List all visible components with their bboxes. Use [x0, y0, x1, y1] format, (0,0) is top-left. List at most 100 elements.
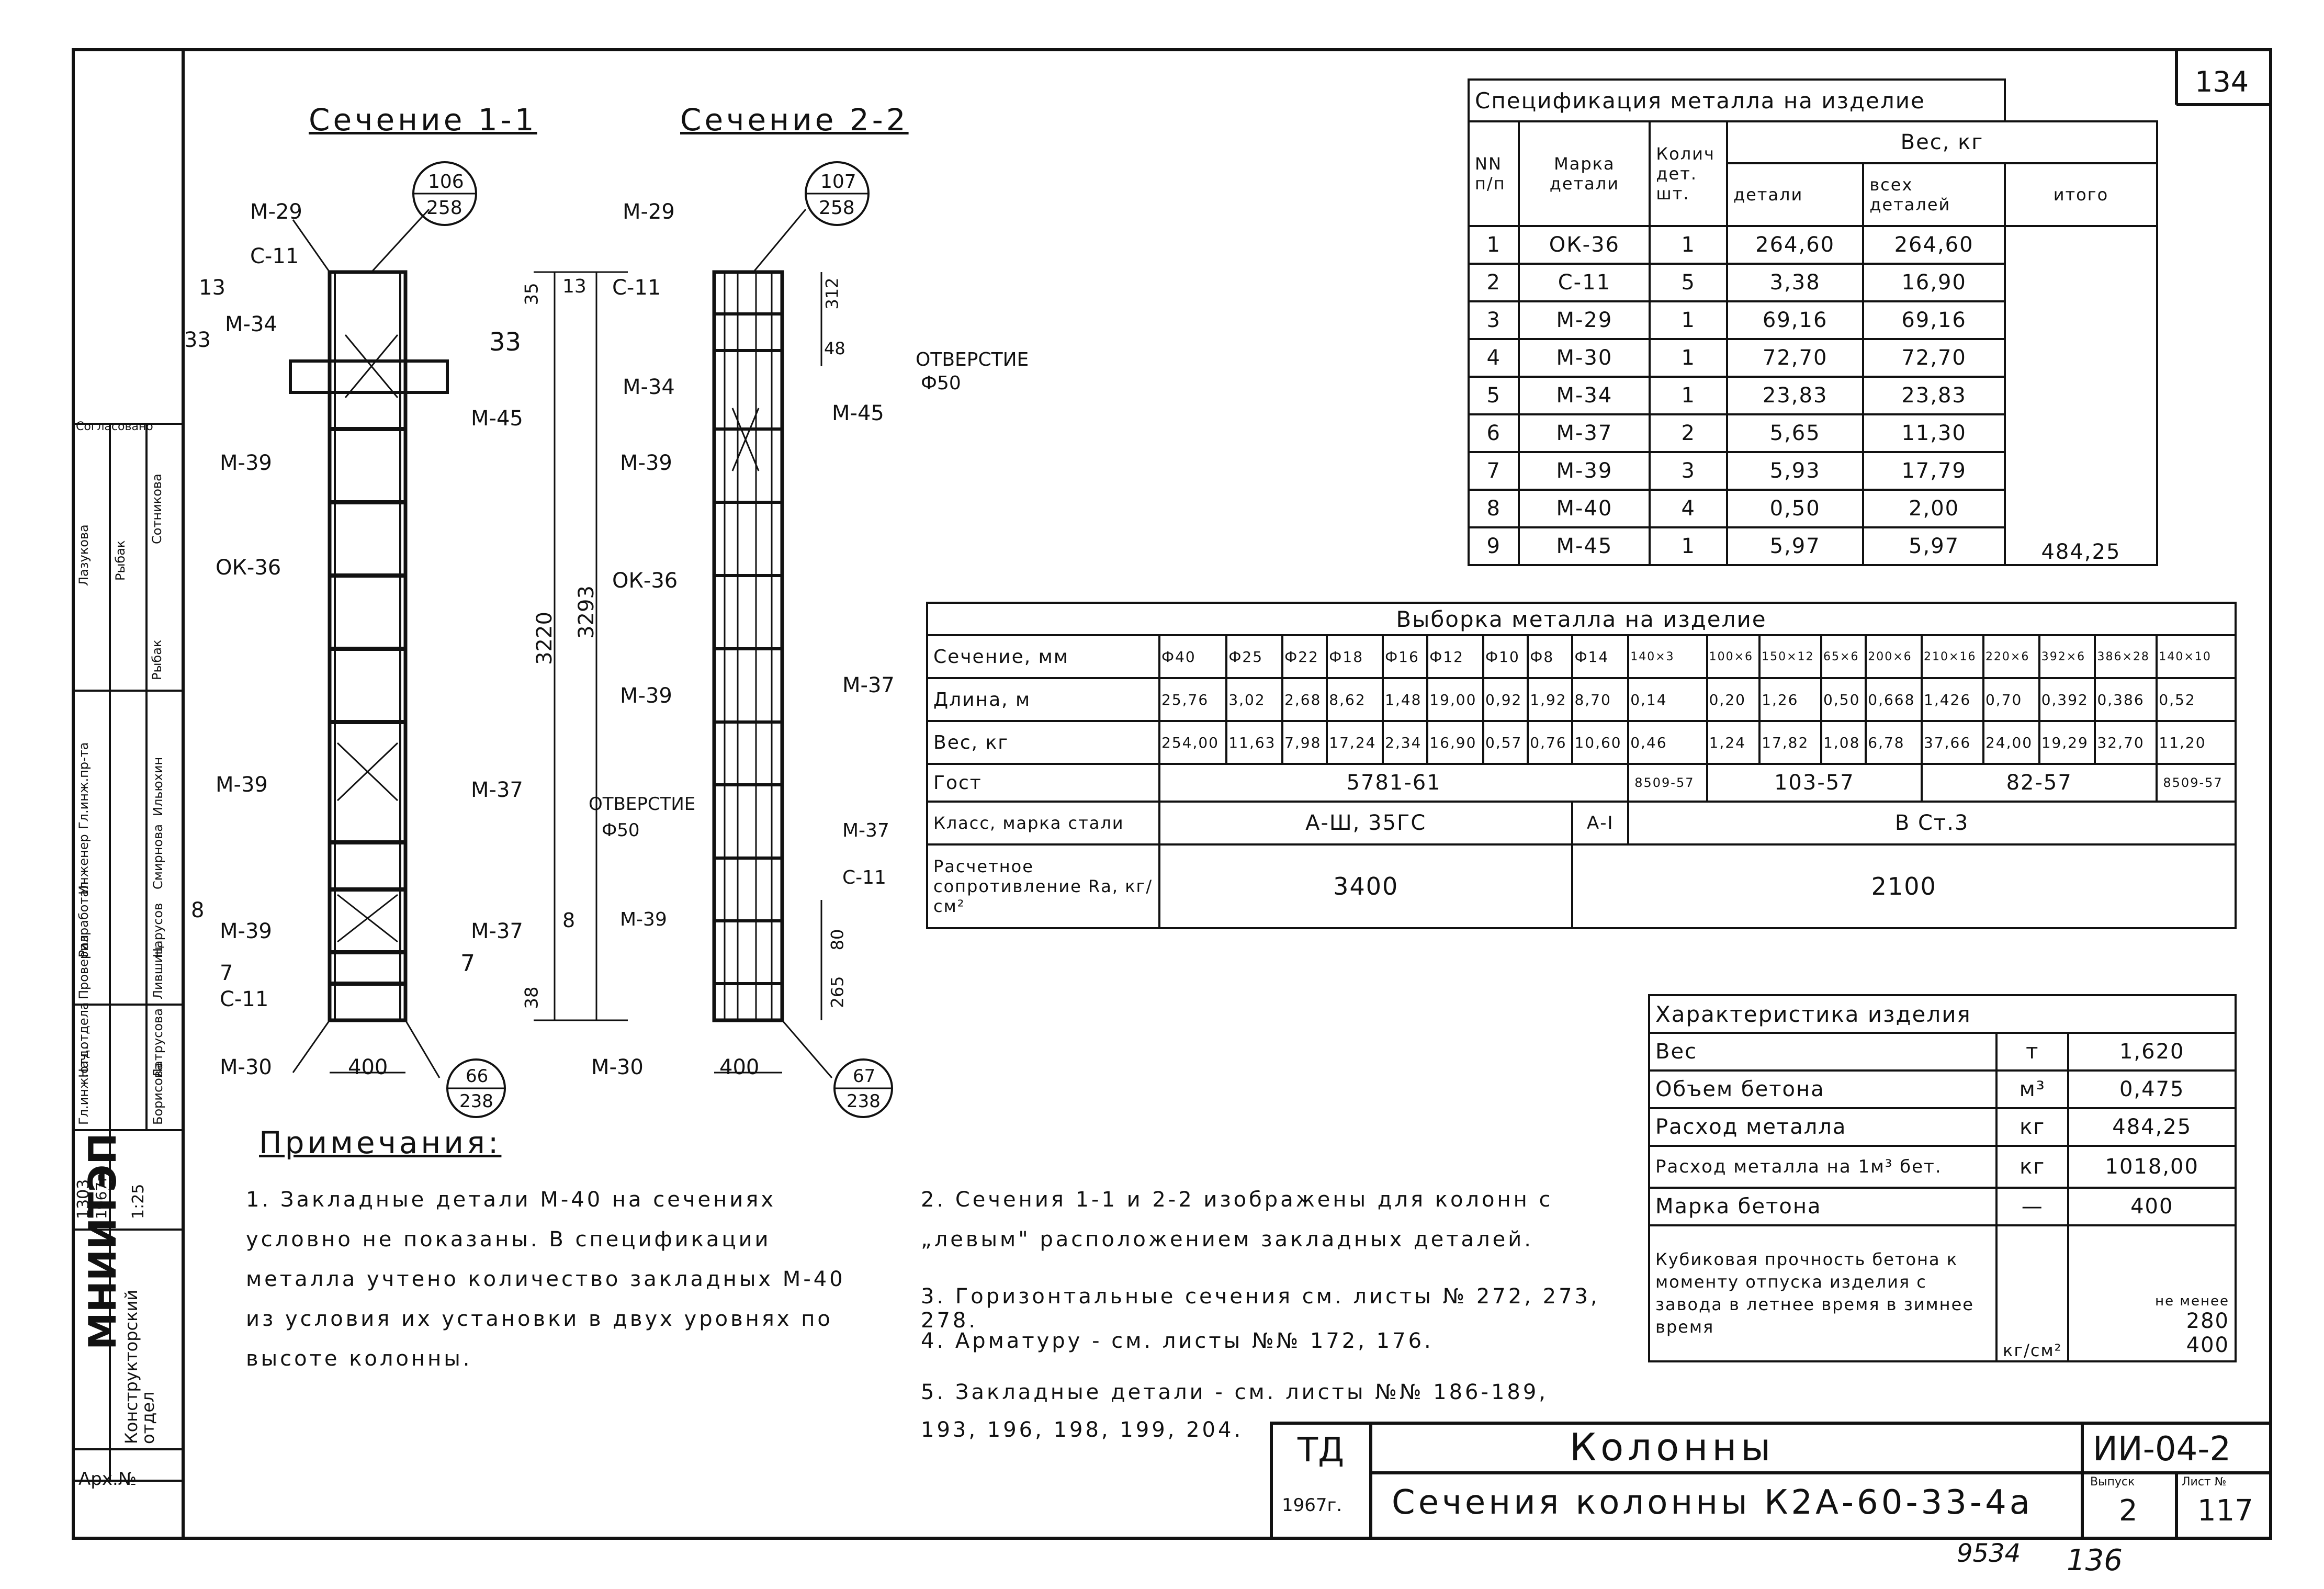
- vyborka-col: 200×6: [1865, 634, 1923, 679]
- title-year: 1967г.: [1282, 1495, 1342, 1516]
- spec-cell: 3,38: [1725, 263, 1865, 302]
- bottom-num-2: 136: [2067, 1543, 2123, 1577]
- vyborka-col: 140×3: [1627, 634, 1708, 679]
- spec-cell: М-40: [1518, 489, 1651, 528]
- stamp-role: Проверил: [76, 934, 91, 999]
- char-label: Расход металла: [1648, 1107, 1998, 1147]
- spec-cell: 5,97: [1725, 526, 1865, 566]
- title-list: 117: [2197, 1494, 2253, 1528]
- stamp-dept: Конструкторский отдел: [121, 1289, 158, 1444]
- title-block-frame: [1270, 50, 2272, 1540]
- label-33-s1-right: 33: [489, 328, 522, 357]
- char-unit: кг: [1995, 1145, 2070, 1189]
- circle-2-top: 107: [820, 171, 856, 193]
- spec-cell: 1: [1649, 225, 1728, 265]
- spec-cell: 3: [1467, 300, 1520, 340]
- char-value: 0,475: [2067, 1069, 2237, 1109]
- label-m39-s2-c: М-39: [620, 909, 667, 930]
- vyborka-cell: 1,24: [1706, 720, 1761, 765]
- stamp-sogl-name: Лазукова: [76, 524, 91, 586]
- label-m30-s1: М-30: [220, 1055, 272, 1079]
- sheet-frame: [72, 48, 2272, 1540]
- label-400-s2: 400: [719, 1055, 760, 1079]
- notes-title: Примечания:: [259, 1125, 502, 1160]
- vyborka-cell: 11,63: [1225, 720, 1284, 765]
- stamp-name: Лившиц: [151, 946, 165, 999]
- label-phi50-s2-b: Ф50: [602, 820, 640, 841]
- stamp-name: Борисова: [151, 1063, 165, 1125]
- stamp-num3: 1:25: [129, 1184, 148, 1219]
- spec-cell: С-11: [1518, 263, 1651, 302]
- vyborka-class-cell: А-I: [1571, 801, 1630, 846]
- vyborka-cell: 7,98: [1281, 720, 1328, 765]
- label-c11-s2-b: С-11: [842, 867, 886, 888]
- spec-cell: 69,16: [1862, 300, 2006, 340]
- vyborka-cell: 19,00: [1426, 677, 1485, 722]
- spec-cell: 2: [1467, 263, 1520, 302]
- char-unit: —: [1995, 1187, 2070, 1226]
- vyborka-col: Ф14: [1571, 634, 1630, 679]
- vyborka-cell: 0,50: [1820, 677, 1867, 722]
- vyborka-col: 210×16: [1921, 634, 1984, 679]
- circle-1-top: 106: [428, 171, 464, 193]
- vyborka-cell: 0,386: [2094, 677, 2158, 722]
- stamp-role: Гл.инж.отд.: [76, 1045, 91, 1125]
- vyborka-gost-cell: 8509-57: [2156, 763, 2237, 803]
- vyborka-h-class: Класс, марка стали: [926, 801, 1160, 846]
- label-m37-s1-a: М-37: [471, 778, 523, 802]
- circle-3-top: 66: [466, 1066, 489, 1087]
- label-m34-s2: М-34: [623, 375, 675, 399]
- vyborka-col: Ф10: [1482, 634, 1529, 679]
- vyborka-cell: 1,08: [1820, 720, 1867, 765]
- spec-cell: М-29: [1518, 300, 1651, 340]
- vyborka-class-cell: В Ст.3: [1627, 801, 2237, 846]
- vyborka-cell: 0,52: [2156, 677, 2237, 722]
- circle-4-top: 67: [853, 1066, 876, 1087]
- label-c11-s2: С-11: [612, 276, 661, 300]
- note-4: 4. Арматуру - см. листы №№ 172, 176.: [921, 1329, 1434, 1353]
- vyborka-cell: 6,78: [1865, 720, 1923, 765]
- spec-cell: 5: [1467, 376, 1520, 415]
- spec-cell: 1: [1649, 300, 1728, 340]
- stamp-sogl-name: Сотникова: [150, 474, 164, 544]
- vyborka-h-weight: Вес, кг: [926, 720, 1160, 765]
- spec-cell: 2: [1649, 413, 1728, 453]
- spec-title: Спецификация металла на изделие: [1468, 78, 2006, 122]
- label-m37-s2-a: М-37: [842, 673, 895, 697]
- title-list-label: Лист №: [2182, 1475, 2227, 1489]
- stamp-role: Гл.инж.пр-та: [76, 742, 91, 829]
- dim-80-s2: 80: [827, 929, 848, 951]
- vyborka-cell: 2,68: [1281, 677, 1328, 722]
- label-m39-s1-c: М-39: [220, 919, 272, 943]
- stamp-name: Ильюхин: [151, 757, 165, 816]
- vyborka-table: Выборка металла на изделие Сечение, мм Ф…: [926, 602, 2237, 929]
- spec-h-weight: Вес, кг: [1725, 120, 2159, 164]
- vyborka-cell: 0,20: [1706, 677, 1761, 722]
- vyborka-cell: 8,70: [1571, 677, 1630, 722]
- vyborka-gost-cell: 103-57: [1706, 763, 1923, 803]
- char-strength-prefix: не менее: [2155, 1293, 2229, 1309]
- spec-cell: ОК-36: [1518, 225, 1651, 265]
- char-label: Расход металла на 1м³ бет.: [1648, 1145, 1998, 1189]
- vyborka-cell: 0,76: [1527, 720, 1574, 765]
- vyborka-cell: 16,90: [1426, 720, 1485, 765]
- spec-cell: 72,70: [1725, 338, 1865, 378]
- circle-3-bottom: 238: [459, 1091, 493, 1112]
- label-m29-s1: М-29: [250, 200, 302, 224]
- label-phi50-s2-a: Ф50: [921, 373, 961, 394]
- spec-cell: 1: [1649, 376, 1728, 415]
- char-unit: т: [1995, 1032, 2070, 1072]
- vyborka-cell: 17,82: [1758, 720, 1823, 765]
- spec-cell: 1: [1467, 225, 1520, 265]
- vyborka-col: Ф12: [1426, 634, 1485, 679]
- spec-cell: 69,16: [1725, 300, 1865, 340]
- label-m37-s1-b: М-37: [471, 919, 523, 943]
- vyborka-gost-cell: 8509-57: [1627, 763, 1708, 803]
